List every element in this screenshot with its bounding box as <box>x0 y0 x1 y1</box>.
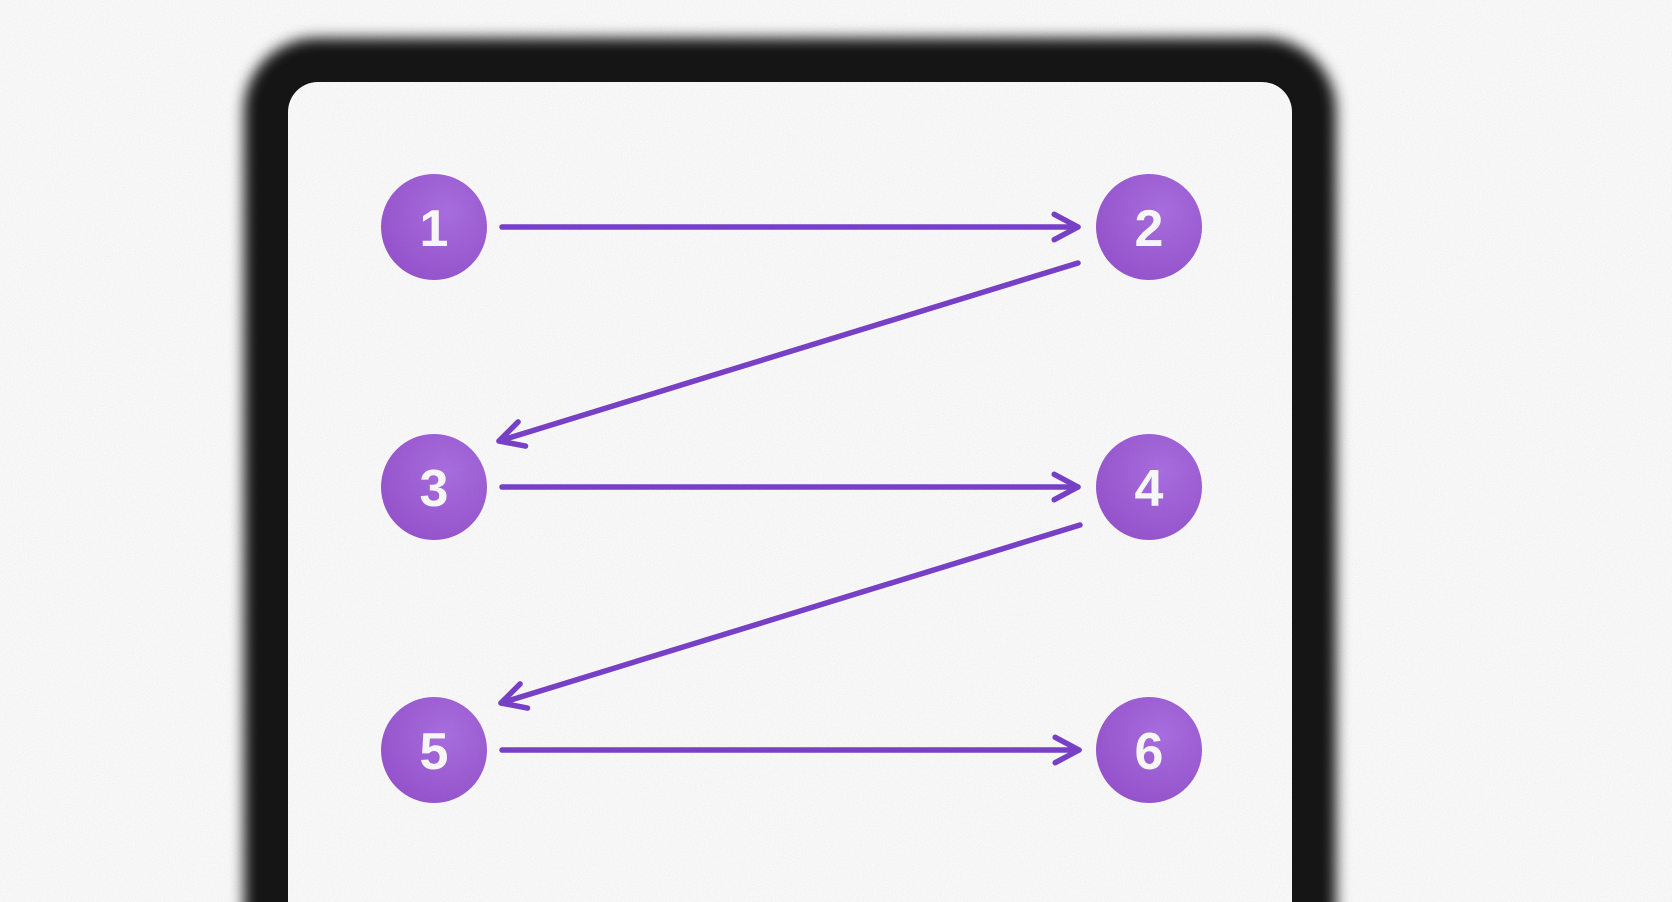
node-1: 1 <box>381 174 487 280</box>
edge-1-to-2 <box>499 211 1081 243</box>
edge-3-to-4 <box>499 471 1081 503</box>
node-2: 2 <box>1096 174 1202 280</box>
edges-layer <box>496 211 1083 766</box>
node-label-5: 5 <box>420 723 449 781</box>
node-4: 4 <box>1096 434 1202 540</box>
flow-diagram: 1 2 3 4 5 6 <box>381 174 1202 803</box>
node-6: 6 <box>1096 697 1202 803</box>
edge-2-to-3 <box>496 260 1081 449</box>
node-label-6: 6 <box>1135 723 1164 781</box>
node-5: 5 <box>381 697 487 803</box>
edge-4-to-5 <box>498 522 1083 711</box>
node-label-1: 1 <box>420 200 449 258</box>
diagram-card: 1 2 3 4 5 6 <box>288 82 1292 902</box>
node-label-4: 4 <box>1135 460 1164 518</box>
node-label-2: 2 <box>1135 200 1164 258</box>
node-3: 3 <box>381 434 487 540</box>
node-label-3: 3 <box>420 460 449 518</box>
edge-5-to-6 <box>499 734 1082 766</box>
